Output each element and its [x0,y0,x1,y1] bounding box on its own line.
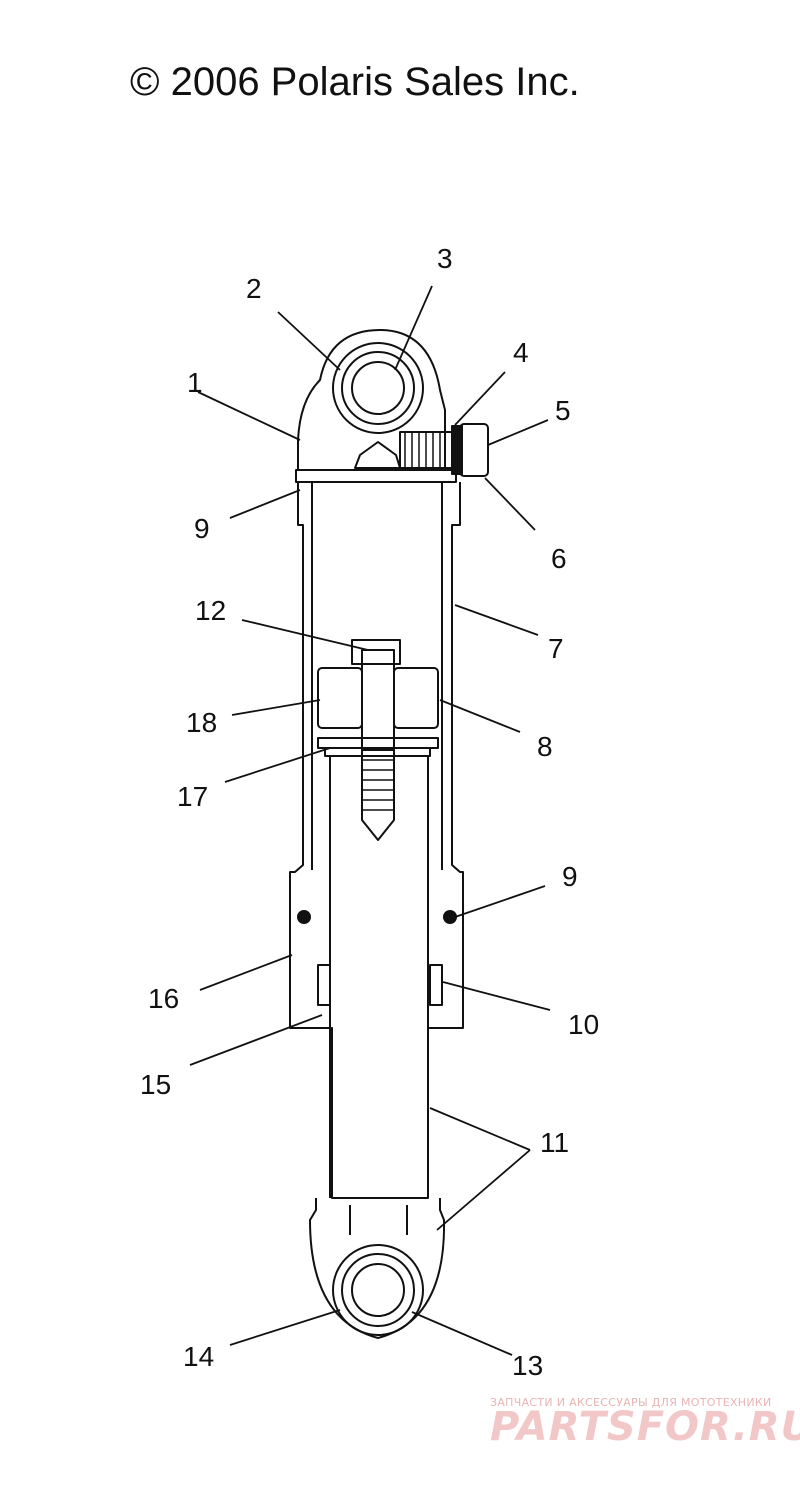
piston-bolt [361,649,395,751]
oring-left [297,910,311,924]
piston-threads [362,759,394,811]
callout-14: 14 [183,1341,214,1372]
piston-washer-17 [317,737,439,749]
callout-2: 2 [246,273,262,304]
callout-1: 1 [187,367,203,398]
piston-right [393,667,439,729]
callout-6: 6 [551,543,567,574]
top-eyelet-bore [351,361,405,415]
bottom-eyelet-bushing [341,1253,415,1327]
callout-10: 10 [568,1009,599,1040]
callout-17: 17 [177,781,208,812]
callout-9-bottom: 9 [562,861,578,892]
copyright-notice: © 2006 Polaris Sales Inc. [130,60,580,104]
callout-7: 7 [548,633,564,664]
piston-left [317,667,363,729]
bottom-eyelet-bore [351,1263,405,1317]
callout-13: 13 [512,1350,543,1381]
bottom-mount-body [309,1198,446,1339]
piston-rod-head [351,639,401,665]
valve-oring [451,425,463,475]
valve-threads [404,432,441,468]
bottom-mount-threads [349,1205,408,1235]
piston-washer-lower [324,747,431,757]
oring-right [443,910,457,924]
callout-18: 18 [186,707,217,738]
callout-8: 8 [537,731,553,762]
top-mount-body [297,329,446,471]
top-eyelet-outer [332,342,424,434]
callout-16: 16 [148,983,179,1014]
watermark-tagline: ЗАПЧАСТИ И АКСЕССУАРЫ ДЛЯ МОТОТЕХНИКИ [490,1396,772,1409]
callout-11: 11 [540,1127,569,1158]
callout-15: 15 [140,1069,171,1100]
bottom-eyelet-outer [332,1244,424,1336]
piston-bolt-tip [361,750,395,841]
callout-3: 3 [437,243,453,274]
body-tube-outer [289,482,464,1199]
callout-4: 4 [513,337,529,368]
valve-cone [354,441,401,469]
leader-lines [189,285,551,1356]
seal-left [317,964,331,1006]
watermark-brand: PARTSFOR.RU [490,1404,800,1450]
top-eyelet-bushing [341,351,415,425]
callout-5: 5 [555,395,571,426]
seal-right [429,964,443,1006]
top-cap-plate [295,469,457,483]
valve-cap [459,423,489,477]
callout-9-top: 9 [194,513,210,544]
callout-12: 12 [195,595,226,626]
